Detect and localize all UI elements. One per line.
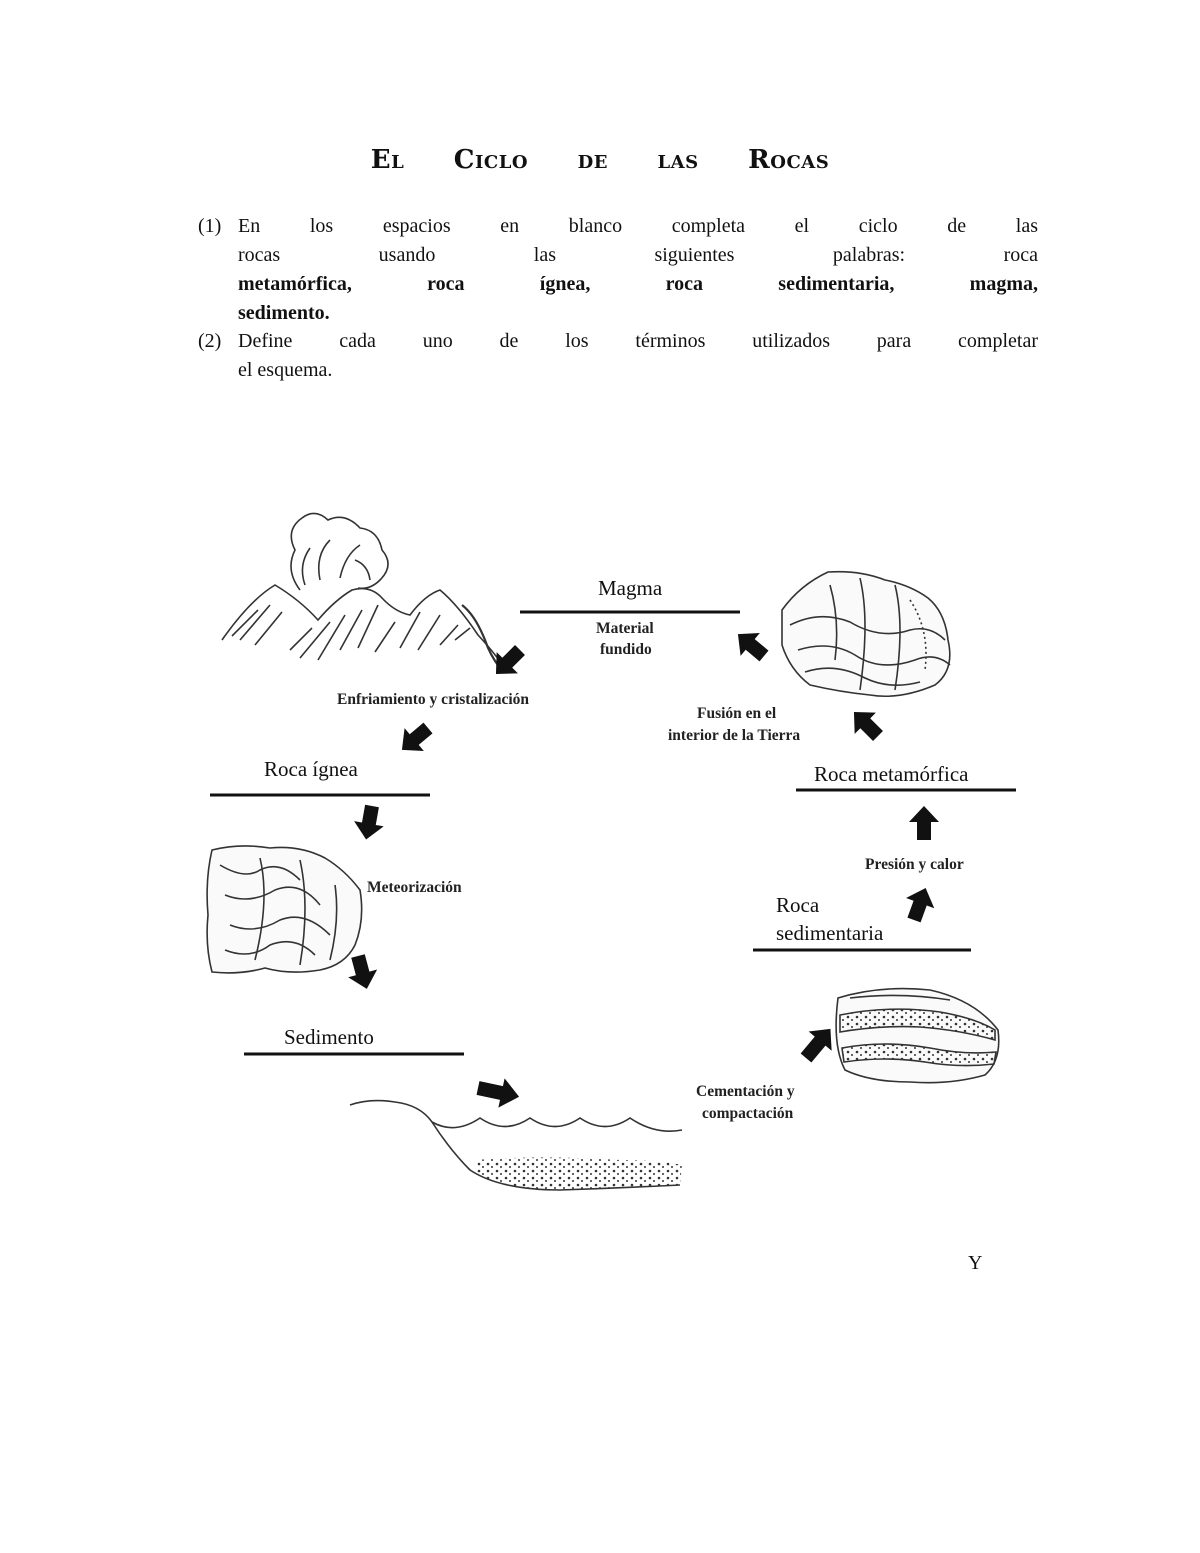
footer-mark: Y: [968, 1252, 982, 1275]
arrow-right-icon: [475, 1073, 522, 1111]
arrow-down-icon: [344, 952, 382, 993]
igneous-rock-illustration: [207, 846, 362, 973]
answer-sedimento: Sedimento: [284, 1025, 374, 1049]
arrow-up-icon: [900, 883, 940, 925]
answer-roca-sedimentaria-line-1: Roca: [776, 893, 820, 917]
volcano-illustration: [222, 513, 505, 668]
label-fusion-line-1: Fusión en el: [697, 705, 777, 722]
arrow-up-left-icon: [728, 623, 773, 668]
sediment-basin-illustration: [350, 1101, 682, 1190]
label-meteorizacion: Meteorización: [367, 879, 462, 896]
metamorphic-rock-illustration: [782, 572, 950, 697]
sedimentary-rock-illustration: [836, 989, 999, 1083]
label-fusion-line-2: interior de la Tierra: [668, 727, 800, 744]
label-cementacion-line-2: compactación: [702, 1105, 794, 1122]
arrow-up-right-icon: [795, 1019, 842, 1067]
label-cementacion-line-1: Cementación y: [696, 1083, 795, 1100]
answer-magma: Magma: [598, 576, 663, 600]
label-material: Material: [596, 620, 654, 637]
arrow-up-icon: [909, 806, 939, 840]
answer-roca-sedimentaria-line-2: sedimentaria: [776, 921, 884, 945]
arrow-down-left-icon: [392, 717, 437, 762]
label-enfriamiento: Enfriamiento y cristalización: [337, 691, 529, 708]
arrow-down-left-icon: [485, 639, 530, 684]
label-presion-calor: Presión y calor: [865, 856, 964, 873]
label-fundido: fundido: [600, 641, 652, 658]
arrow-down-icon: [351, 803, 386, 842]
answer-roca-ignea: Roca ígnea: [264, 757, 359, 781]
arrow-up-left-icon: [843, 701, 888, 746]
answer-roca-metamorfica: Roca metamórfica: [814, 762, 969, 786]
